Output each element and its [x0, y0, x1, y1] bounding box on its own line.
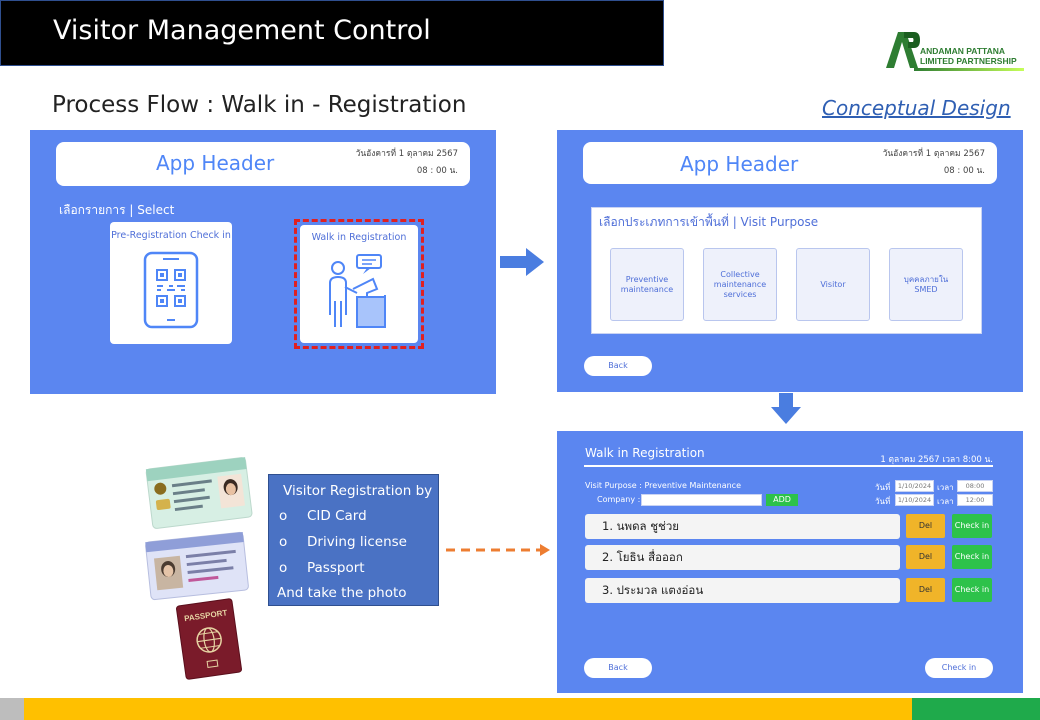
back-button[interactable]: Back [584, 356, 652, 376]
app-header: App Header วันอังคารที่ 1 ตุลาคม 2567 08… [56, 142, 470, 186]
end-date-field[interactable]: 1/10/2024 [895, 494, 934, 506]
card-preregistration-label: Pre-Registration Check in [111, 230, 231, 241]
screen-visit-purpose: App Header วันอังคารที่ 1 ตุลาคม 2567 08… [557, 130, 1023, 392]
visit-purpose-label: Visit Purpose : Preventive Maintenance [585, 481, 741, 490]
arrow-right-icon [500, 248, 544, 276]
box-heading: Visitor Registration by [283, 483, 433, 499]
delete-visitor-button[interactable]: Del [906, 578, 945, 602]
driving-license-image [145, 531, 249, 601]
select-label: เลือกรายการ | Select [59, 203, 175, 217]
start-time-label: เวลา [937, 483, 954, 492]
header-time: 08 : 00 น. [416, 166, 458, 176]
cid-card-image [145, 457, 253, 529]
slide-title-bar: Visitor Management Control [0, 0, 664, 66]
app-header: App Header วันอังคารที่ 1 ตุลาคม 2567 08… [583, 142, 997, 184]
visitor-row: 1. นพดล ชูช่วย [585, 514, 900, 539]
box-footer-text: And take the photo [277, 585, 407, 601]
purpose-tile-preventive[interactable]: Preventive maintenance [610, 248, 684, 321]
bullet-icon: o [279, 560, 288, 576]
visitor-row: 2. โยธิน สื่อออก [585, 545, 900, 570]
add-company-button[interactable]: ADD [766, 494, 798, 506]
conceptual-design-link[interactable]: Conceptual Design [822, 96, 1011, 120]
bullet-icon: o [279, 534, 288, 550]
footer-bar-green [912, 698, 1040, 720]
card-walkin-registration[interactable]: Walk in Registration [300, 225, 418, 343]
logo-line-1: ANDAMAN PATTANA [920, 46, 1005, 56]
process-flow-subtitle: Process Flow : Walk in - Registration [52, 92, 467, 118]
visitor-row: 3. ประมวล แตงอ่อน [585, 578, 900, 603]
slide-title: Visitor Management Control [53, 15, 431, 46]
purpose-tile-visitor[interactable]: Visitor [796, 248, 870, 321]
purpose-tile-smed[interactable]: บุคคลภายใน SMED [889, 248, 963, 321]
company-input[interactable] [641, 494, 762, 506]
title-divider [584, 465, 993, 467]
logo-line-2: LIMITED PARTNERSHIP [920, 56, 1017, 66]
header-date: วันอังคารที่ 1 ตุลาคม 2567 [882, 149, 985, 159]
checkin-visitor-button[interactable]: Check in [952, 578, 992, 602]
card-walkin-label: Walk in Registration [311, 232, 407, 243]
registration-title: Walk in Registration [585, 446, 705, 460]
screen-walkin-registration: Walk in Registration 1 ตุลาคม 2567 เวลา … [557, 431, 1023, 693]
checkin-visitor-button[interactable]: Check in [952, 545, 992, 569]
back-button[interactable]: Back [584, 658, 652, 678]
kiosk-person-icon [329, 254, 386, 328]
card-preregistration-checkin[interactable]: Pre-Registration Check in [110, 222, 232, 344]
highlight-frame [294, 219, 424, 349]
end-time-label: เวลา [937, 497, 954, 506]
ap-logo-mark-icon [886, 32, 920, 68]
delete-visitor-button[interactable]: Del [906, 514, 945, 538]
method-cid-card: CID Card [307, 508, 367, 524]
registration-methods-box: Visitor Registration by o CID Card o Dri… [268, 474, 439, 606]
header-datetime: วันอังคารที่ 1 ตุลาคม 2567 08 : 00 น. [356, 146, 458, 180]
header-time: 08 : 00 น. [943, 166, 985, 176]
visit-purpose-title: เลือกประเภทการเข้าพื้นที่ | Visit Purpos… [599, 215, 819, 229]
start-date-field[interactable]: 1/10/2024 [895, 480, 934, 492]
app-header-title: App Header [680, 152, 799, 176]
qr-phone-icon [143, 251, 199, 329]
end-date-label: วันที่ [875, 497, 891, 506]
bullet-icon: o [279, 508, 288, 524]
screen-select-mode: App Header วันอังคารที่ 1 ตุลาคม 2567 08… [30, 130, 496, 394]
delete-visitor-button[interactable]: Del [906, 545, 945, 569]
logo-underline [914, 68, 1024, 71]
end-time-field[interactable]: 12:00 [957, 494, 993, 506]
arrow-down-icon [771, 393, 801, 424]
purpose-tile-collective[interactable]: Collective maintenance services [703, 248, 777, 321]
company-logo: ANDAMAN PATTANA LIMITED PARTNERSHIP [884, 28, 1029, 76]
header-datetime: วันอังคารที่ 1 ตุลาคม 2567 08 : 00 น. [883, 146, 985, 180]
passport-image: PASSPORT [176, 598, 242, 680]
footer-bar-yellow [24, 698, 912, 720]
start-date-label: วันที่ [875, 483, 891, 492]
dashed-arrow-icon [446, 544, 550, 556]
start-time-field[interactable]: 08:00 [957, 480, 993, 492]
footer-bar-gray [0, 698, 24, 720]
app-header-title: App Header [156, 151, 275, 175]
method-driving-license: Driving license [307, 534, 407, 550]
checkin-all-button[interactable]: Check in [925, 658, 993, 678]
checkin-visitor-button[interactable]: Check in [952, 514, 992, 538]
registration-datetime: 1 ตุลาคม 2567 เวลา 8:00 น. [880, 455, 993, 465]
header-date: วันอังคารที่ 1 ตุลาคม 2567 [355, 149, 458, 159]
visit-purpose-box: เลือกประเภทการเข้าพื้นที่ | Visit Purpos… [591, 207, 982, 334]
company-label: Company : [597, 495, 641, 504]
method-passport: Passport [307, 560, 365, 576]
